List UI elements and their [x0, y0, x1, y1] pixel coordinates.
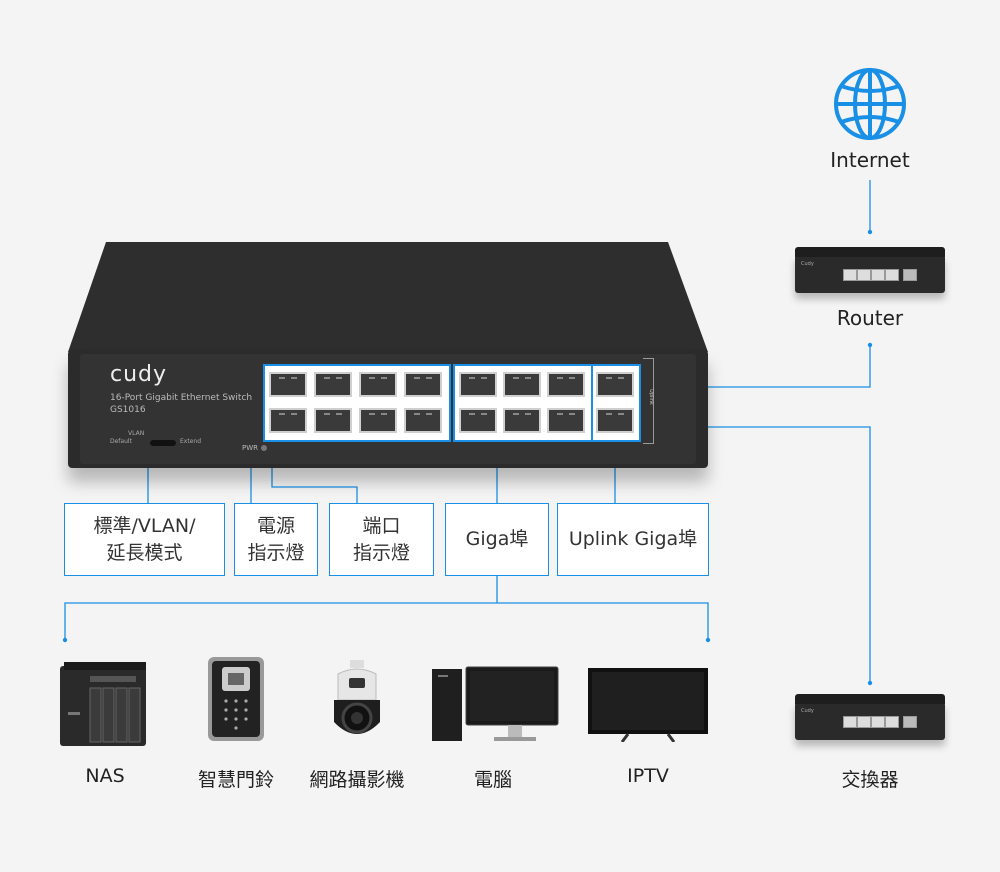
main-switch: cudy 16-Port Gigabit Ethernet Switch GS1… — [68, 350, 708, 468]
callout-uplink-port: Uplink Giga埠 — [557, 503, 709, 576]
callout-power-line1: 電源 — [256, 514, 295, 537]
ethernet-port[interactable] — [269, 372, 307, 397]
vlan-extend-label: Extend — [180, 438, 201, 445]
callout-vlan-line1: 標準/VLAN/ — [93, 514, 196, 537]
ethernet-port[interactable] — [459, 372, 497, 397]
ethernet-port[interactable] — [314, 408, 352, 433]
vlan-switch-label: VLAN — [128, 430, 144, 437]
uplink-port[interactable] — [596, 372, 634, 397]
router-label: Router — [836, 306, 904, 330]
callout-power-led: 電源 指示燈 — [234, 503, 318, 576]
doorbell-icon — [208, 657, 264, 741]
vlan-label: VLAN — [128, 430, 145, 437]
device-label-camera: 網路攝影機 — [309, 769, 405, 791]
switch-label: 交換器 — [841, 769, 899, 791]
switch-device-brand: Cudy — [801, 708, 814, 714]
switch-top-cover — [68, 240, 708, 352]
computer-icon — [430, 665, 560, 745]
front-panel: cudy 16-Port Gigabit Ethernet Switch GS1… — [80, 354, 696, 464]
ethernet-port[interactable] — [269, 408, 307, 433]
model-text: 16-Port Gigabit Ethernet Switch GS1016 — [110, 392, 252, 416]
callout-port-line1: 端口 — [362, 514, 401, 537]
nas-icon — [60, 662, 148, 746]
pwr-label: PWR — [242, 444, 259, 452]
brand-logo: cudy — [110, 362, 168, 387]
callout-giga-port: Giga埠 — [445, 503, 549, 576]
vlan-default-label: Default — [110, 438, 132, 445]
router-brand: Cudy — [801, 261, 814, 267]
globe-icon — [832, 66, 908, 142]
ethernet-port[interactable] — [359, 372, 397, 397]
ethernet-port[interactable] — [359, 408, 397, 433]
vlan-mode-switch[interactable] — [150, 440, 176, 446]
ethernet-port[interactable] — [404, 408, 442, 433]
callout-power-line2: 指示燈 — [247, 541, 305, 564]
uplink-text: Uplink — [647, 389, 654, 405]
ethernet-port[interactable] — [503, 408, 541, 433]
callout-uplink-line1: Uplink Giga埠 — [568, 528, 698, 550]
ethernet-port[interactable] — [459, 408, 497, 433]
power-led — [261, 445, 267, 451]
switch-device: Cudy — [795, 694, 945, 740]
ethernet-port[interactable] — [314, 372, 352, 397]
ethernet-port[interactable] — [547, 372, 585, 397]
router-device: Cudy — [795, 247, 945, 293]
port-group-1-8 — [263, 364, 451, 442]
uplink-port[interactable] — [596, 408, 634, 433]
callout-port-line2: 指示燈 — [352, 541, 410, 564]
device-label-nas: NAS — [85, 765, 125, 787]
device-label-iptv: IPTV — [627, 765, 669, 787]
tv-icon — [588, 668, 708, 743]
model-line-1: 16-Port Gigabit Ethernet Switch — [110, 393, 253, 403]
callout-vlan-mode: 標準/VLAN/ 延長模式 — [64, 503, 225, 576]
callout-port-led: 端口 指示燈 — [329, 503, 434, 576]
internet-label: Internet — [830, 148, 910, 172]
port-group-9-14 — [453, 364, 593, 442]
ethernet-port[interactable] — [547, 408, 585, 433]
camera-icon — [330, 660, 384, 746]
callout-giga-line1: Giga埠 — [465, 528, 529, 550]
callout-vlan-line2: 延長模式 — [106, 541, 183, 564]
ethernet-port[interactable] — [503, 372, 541, 397]
device-label-doorbell: 智慧門鈴 — [197, 769, 274, 791]
uplink-port-group — [591, 364, 641, 442]
uplink-bracket — [643, 358, 654, 444]
model-line-2: GS1016 — [110, 405, 146, 415]
device-label-computer: 電腦 — [473, 769, 512, 791]
ethernet-port[interactable] — [404, 372, 442, 397]
